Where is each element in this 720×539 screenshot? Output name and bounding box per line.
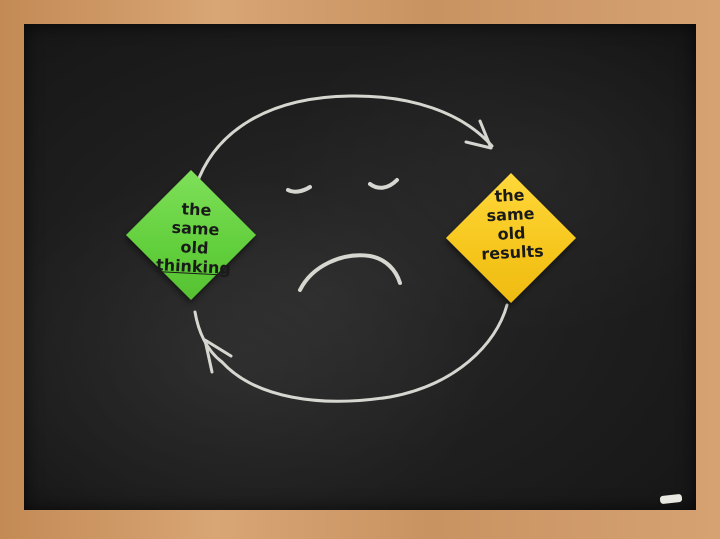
chalkboard xyxy=(24,24,696,510)
cycle-arc-right xyxy=(220,303,509,403)
arrowhead-top-right-icon xyxy=(464,119,493,150)
frown-mouth xyxy=(298,253,402,292)
green-note-text: the same old thinking xyxy=(138,197,252,279)
left-eye xyxy=(286,185,312,194)
chalk-smudges xyxy=(24,24,696,510)
right-eye xyxy=(368,178,399,190)
yellow-note-text: the same old results xyxy=(454,183,568,265)
cycle-arc-left xyxy=(193,310,224,364)
cycle-arc-top xyxy=(194,94,494,188)
